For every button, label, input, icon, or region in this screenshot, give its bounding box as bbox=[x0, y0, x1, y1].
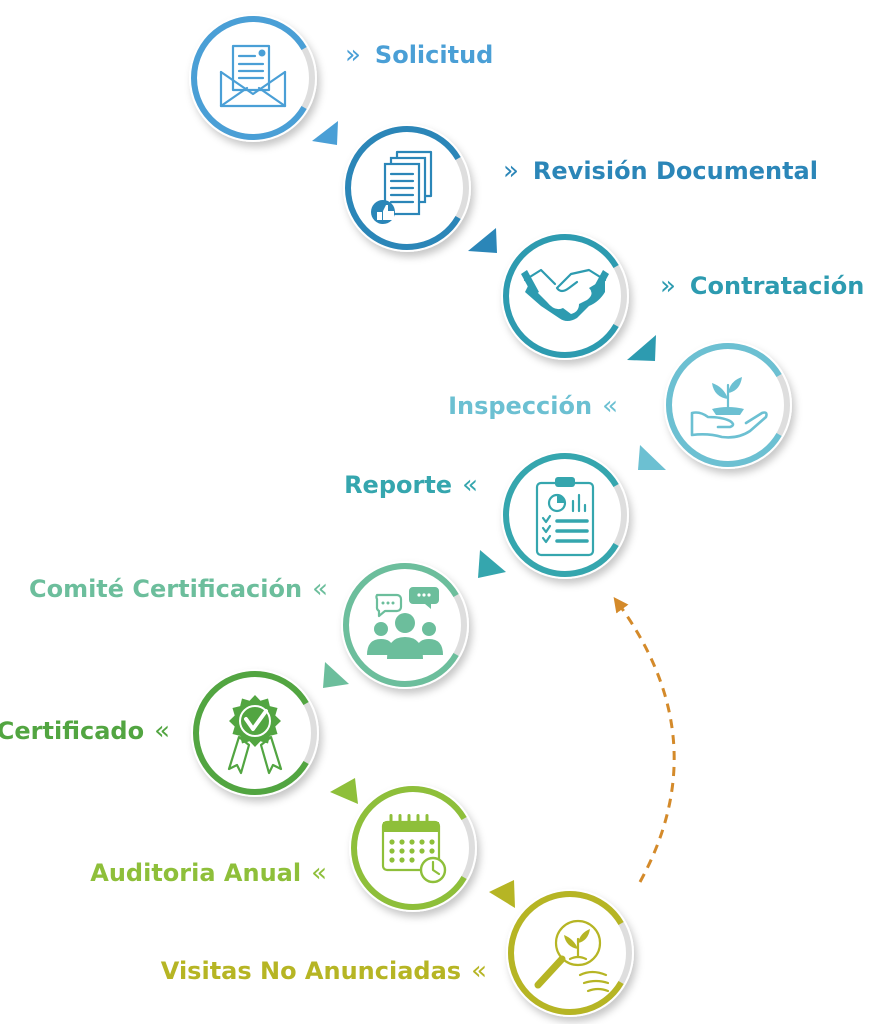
step-node-3 bbox=[501, 232, 629, 360]
connector-arrow-7 bbox=[330, 778, 358, 804]
step-node-8 bbox=[349, 784, 477, 912]
envelope-document-icon bbox=[219, 44, 287, 108]
step-label-7: Certificado « bbox=[0, 716, 170, 746]
documents-approval-icon bbox=[371, 150, 433, 224]
step-label-text: Solicitud bbox=[374, 41, 494, 69]
chevron-icon: » bbox=[660, 271, 676, 301]
step-label-1: » Solicitud bbox=[345, 40, 493, 70]
hand-plant-icon bbox=[690, 377, 768, 439]
connector-arrow-8 bbox=[489, 880, 515, 908]
step-label-text: Auditoria Anual bbox=[90, 859, 302, 887]
step-node-2 bbox=[343, 124, 471, 252]
return-cycle-arrow bbox=[613, 596, 676, 883]
chevron-icon: « bbox=[602, 391, 618, 421]
step-label-8: Auditoria Anual « bbox=[90, 858, 327, 888]
chevron-icon: « bbox=[311, 858, 327, 888]
chevron-icon: « bbox=[462, 470, 478, 500]
step-label-text: Contratación bbox=[689, 272, 865, 300]
step-node-6 bbox=[341, 561, 469, 689]
step-label-text: Inspección bbox=[448, 392, 593, 420]
step-label-text: Visitas No Anunciadas bbox=[160, 957, 462, 985]
handshake-icon bbox=[521, 268, 609, 321]
magnifier-plant-icon bbox=[534, 919, 610, 993]
step-node-4 bbox=[664, 341, 792, 469]
chevron-icon: « bbox=[471, 956, 487, 986]
step-node-5 bbox=[501, 451, 629, 579]
chevron-icon: » bbox=[503, 156, 519, 186]
clipboard-report-icon bbox=[535, 477, 595, 557]
step-label-2: » Revisión Documental bbox=[503, 156, 818, 186]
connector-arrow-4 bbox=[638, 445, 666, 470]
step-label-3: » Contratación bbox=[660, 271, 864, 301]
chevron-icon: « bbox=[154, 716, 170, 746]
step-label-text: Certificado bbox=[0, 717, 145, 745]
step-label-6: Comité Certificación « bbox=[29, 574, 328, 604]
step-label-9: Visitas No Anunciadas « bbox=[161, 956, 487, 986]
connector-arrow-5 bbox=[478, 550, 506, 578]
connector-arrow-3 bbox=[627, 335, 656, 361]
step-label-text: Reporte bbox=[344, 471, 453, 499]
step-label-text: Revisión Documental bbox=[532, 157, 818, 185]
connector-arrow-1 bbox=[312, 121, 338, 145]
connector-arrow-2 bbox=[468, 228, 497, 253]
committee-people-icon bbox=[367, 587, 443, 659]
step-node-7 bbox=[191, 669, 319, 797]
connector-arrow-6 bbox=[323, 662, 349, 688]
step-node-9 bbox=[506, 889, 634, 1017]
chevron-icon: « bbox=[312, 574, 328, 604]
step-label-5: Reporte « bbox=[344, 470, 478, 500]
step-label-4: Inspección « bbox=[448, 391, 618, 421]
certificate-badge-icon bbox=[227, 695, 283, 775]
calendar-clock-icon bbox=[381, 814, 447, 884]
step-node-1 bbox=[189, 14, 317, 142]
step-label-text: Comité Certificación bbox=[28, 575, 303, 603]
chevron-icon: » bbox=[345, 40, 361, 70]
